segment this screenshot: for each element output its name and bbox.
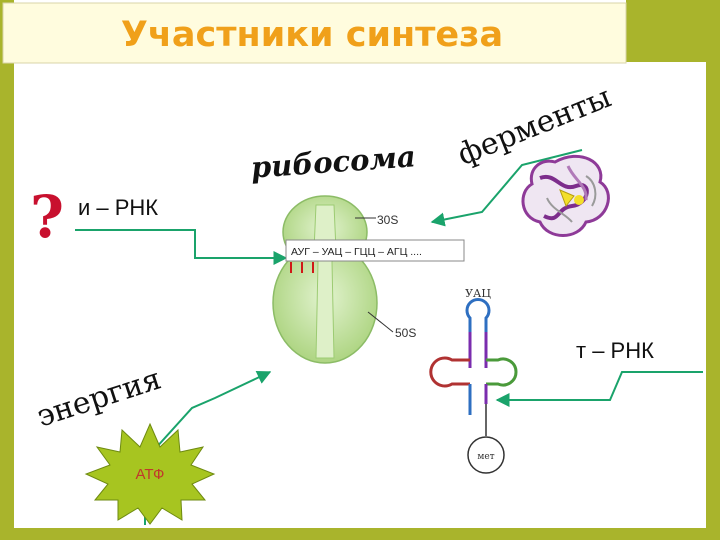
frame-right [706,0,720,540]
large-subunit-label: 50S [395,326,416,340]
page-title: Участники синтеза [121,15,503,55]
trna-cloverleaf [429,298,518,474]
frame-left [0,0,14,540]
frame-bottom [0,528,720,540]
energy-label: энергия [33,361,166,434]
trna-arrow [495,371,703,407]
trna-anticodon-label: УАЦ [465,287,491,300]
atp-starburst-icon [84,422,216,525]
atp-label: АТФ [136,466,165,483]
enzymes-arrow [430,149,583,227]
frame-top-right [626,0,720,62]
mrna-label: и – РНК [78,195,158,220]
large-subunit-leader [367,311,394,333]
ribosome-label: рибосома [250,139,417,184]
trna-amino-acid-label: мет [477,452,494,462]
mrna-arrow [75,229,288,265]
small-subunit-label: 30S [377,213,398,227]
codon-strip: АУГ – УАЦ – ГЦЦ – АГЦ .... [291,246,422,258]
ribosome-channel [313,204,337,359]
enzymes-label: ферменты [453,80,616,173]
enzyme-protein-icon [521,155,610,237]
question-mark: ? [30,183,64,251]
codon-strip-box [285,239,465,262]
title-box [2,2,627,64]
trna-label: т – РНК [576,338,654,363]
